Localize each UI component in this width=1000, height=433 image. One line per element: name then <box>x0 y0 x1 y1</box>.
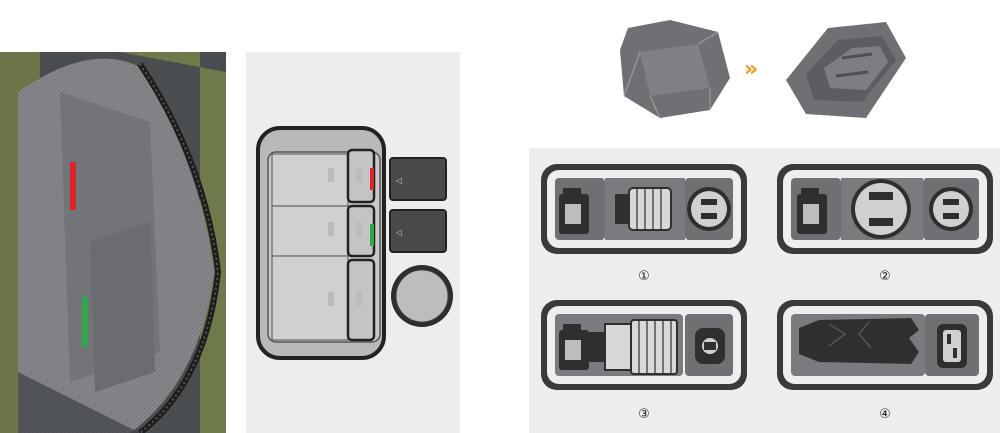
folding-insert-illustration: » <box>610 10 910 130</box>
battery-icon: ◁ <box>389 209 447 253</box>
controller-icon <box>695 328 725 364</box>
insert-layouts-panel: ① ② ③ ④ <box>529 148 1000 433</box>
red-tag <box>70 162 76 210</box>
layout-1 <box>541 164 747 254</box>
lens-icon <box>589 319 678 375</box>
lens-icon <box>615 187 672 231</box>
layout-label-1: ① <box>638 269 650 284</box>
svg-text:◁: ◁ <box>395 228 402 237</box>
flat-insert <box>620 20 730 119</box>
lens-cap-icon <box>929 187 973 231</box>
layout-label-2: ② <box>879 269 891 284</box>
layout-label-3: ③ <box>638 407 650 422</box>
inner-pocket <box>90 222 155 392</box>
green-tag <box>82 297 88 347</box>
slot-2 <box>271 205 349 257</box>
green-indicator <box>370 224 374 246</box>
controller-icon <box>937 324 967 368</box>
bag-outer-fabric <box>0 52 226 433</box>
battery-icon: ◁ <box>389 157 447 201</box>
red-indicator <box>370 168 374 190</box>
lens-cap-icon <box>851 179 911 239</box>
slot-3 <box>271 255 349 341</box>
bag-interior-photo <box>0 52 226 433</box>
folded-insert <box>786 22 906 118</box>
camera-icon <box>559 188 589 234</box>
camera-icon <box>559 324 589 370</box>
svg-text:◁: ◁ <box>395 176 402 185</box>
layout-2 <box>777 164 993 254</box>
layout-4 <box>777 300 993 390</box>
lens-cap-icon <box>687 187 731 231</box>
zipper <box>137 62 222 433</box>
drone-icon <box>799 318 919 364</box>
battery-organizer-diagram: ◁ ◁ <box>246 52 460 433</box>
layout-label-4: ④ <box>879 407 891 422</box>
camera-icon <box>797 188 827 234</box>
layout-3 <box>541 300 747 390</box>
double-chevron-right-icon: » <box>744 57 758 82</box>
slot-1 <box>271 153 349 207</box>
